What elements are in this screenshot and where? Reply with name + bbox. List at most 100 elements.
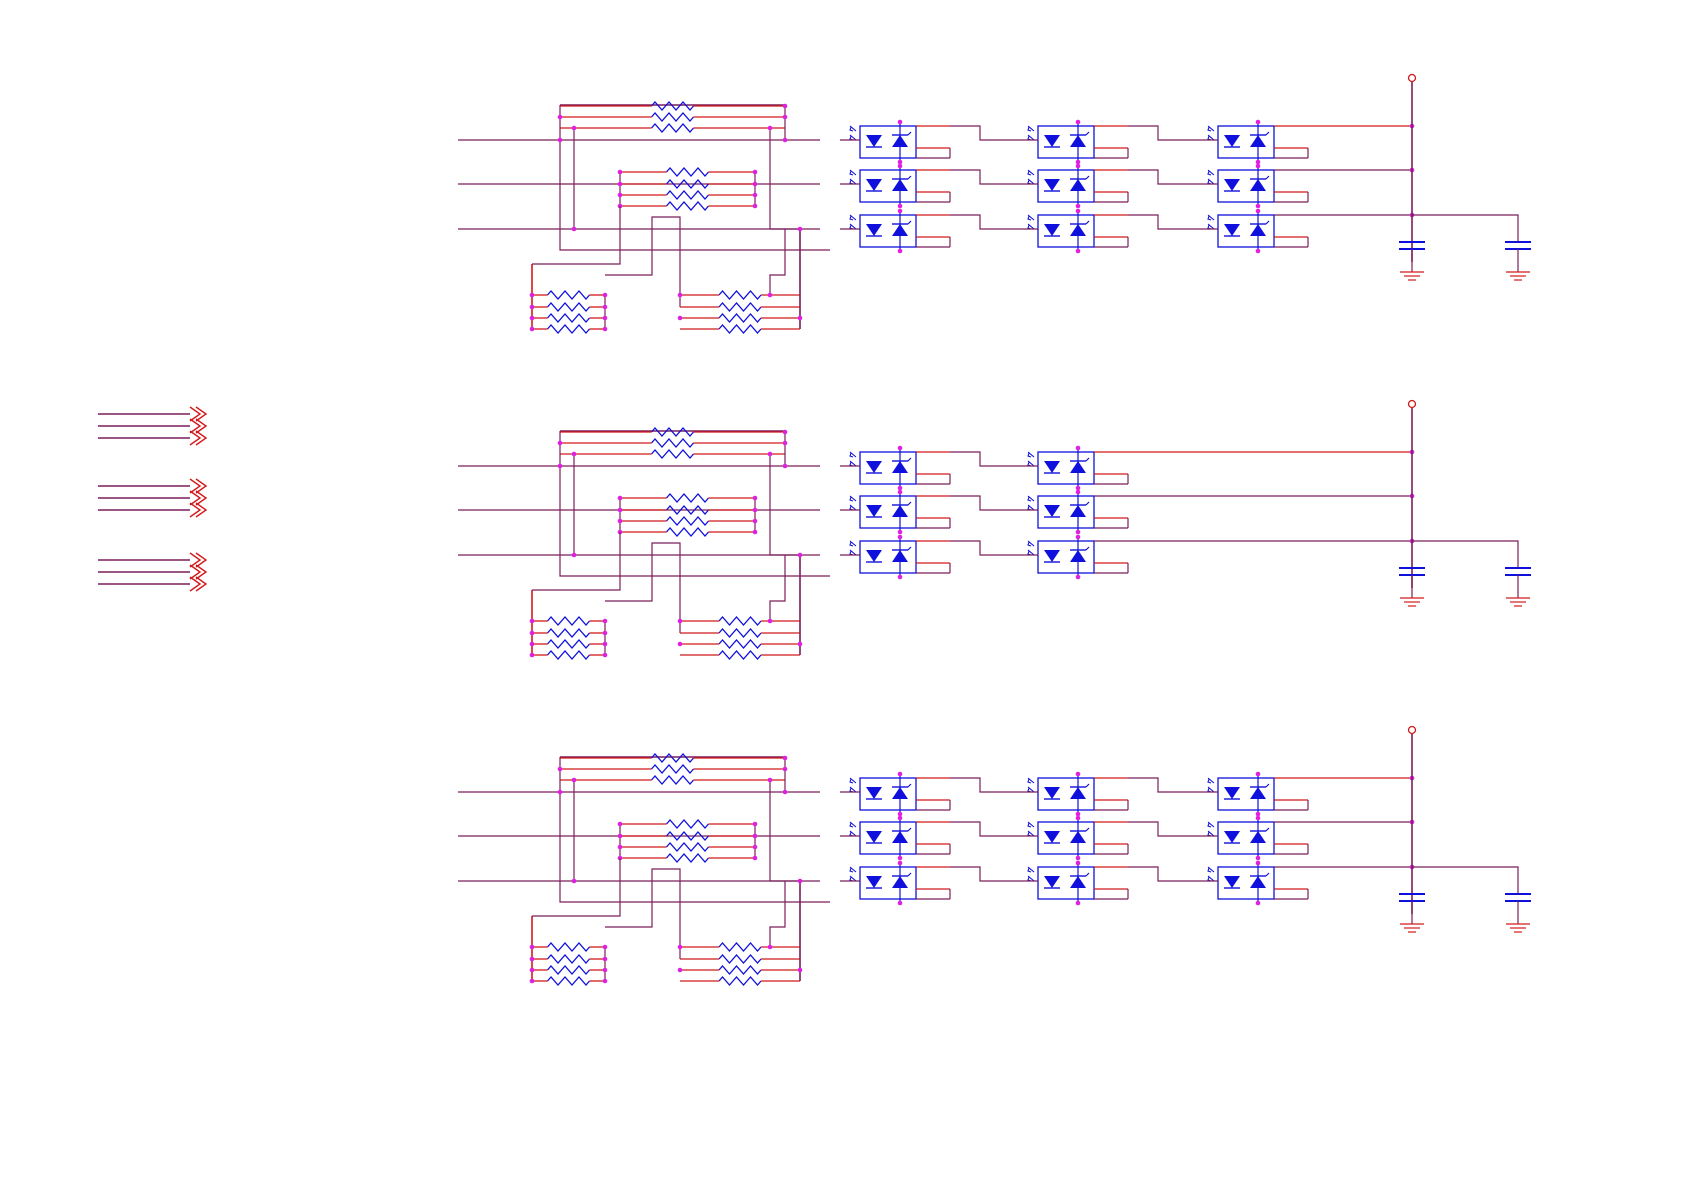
junction-dot [783, 767, 788, 772]
resistor-icon [680, 314, 800, 322]
bus-entry-group [98, 407, 206, 445]
junction-dot [678, 316, 683, 321]
junction-dot [603, 957, 608, 962]
junction-dot [618, 834, 623, 839]
wire [950, 215, 1018, 229]
power-port-icon [1409, 401, 1416, 408]
wire [1128, 126, 1198, 140]
junction-dot [798, 227, 803, 232]
resistor-icon [560, 113, 785, 121]
junction-dot [558, 115, 563, 120]
junction-dot [530, 293, 535, 298]
capacitor-icon [1505, 894, 1531, 924]
resistor-icon [680, 291, 800, 299]
wire [532, 532, 620, 590]
junction-dot [572, 452, 577, 457]
resistor-icon [532, 640, 605, 648]
wire [532, 858, 620, 916]
junction-dot [1256, 204, 1261, 209]
wire [950, 867, 1018, 881]
bus-entry-icon [98, 479, 206, 493]
resistor-icon [620, 854, 755, 862]
resistor-icon [532, 629, 605, 637]
ground-icon [1506, 272, 1530, 280]
junction-dot [1076, 204, 1081, 209]
junction-dot [558, 464, 563, 469]
junction-dot [1256, 209, 1261, 214]
junction-dot [1256, 861, 1261, 866]
junction-dot [1076, 535, 1081, 540]
capacitor-icon [1505, 568, 1531, 598]
wire [950, 496, 1018, 510]
resistor-icon [532, 651, 605, 659]
wire [770, 229, 785, 295]
junction-dot [1076, 160, 1081, 165]
bus-entry-icon [98, 431, 206, 445]
resistor-icon [560, 754, 785, 762]
bus-entry-icon [98, 577, 206, 591]
junction-dot [1076, 164, 1081, 169]
resistor-icon [680, 640, 800, 648]
junction-dot [783, 790, 788, 795]
junction-dot [1256, 816, 1261, 821]
resistor-icon [620, 202, 755, 210]
resistor-icon [532, 955, 605, 963]
resistor-icon [532, 291, 605, 299]
junction-dot [618, 845, 623, 850]
junction-dot [1076, 861, 1081, 866]
junction-dot [1256, 160, 1261, 165]
junction-dot [1076, 486, 1081, 491]
junction-dot [783, 104, 788, 109]
wire [605, 217, 680, 307]
bus-entry-icon [98, 419, 206, 433]
bus-entry-icon [98, 407, 206, 421]
junction-dot [618, 508, 623, 513]
junction-dot [768, 945, 773, 950]
wire [605, 543, 680, 633]
resistor-icon [532, 617, 605, 625]
resistor-icon [680, 966, 800, 974]
resistor-icon [560, 439, 785, 447]
junction-dot [753, 182, 758, 187]
junction-dot [530, 968, 535, 973]
wire [1412, 867, 1518, 894]
junction-dot [572, 227, 577, 232]
junction-dot [1076, 575, 1081, 580]
wire [770, 555, 785, 621]
junction-dot [530, 619, 535, 624]
resistor-icon [560, 428, 785, 436]
junction-dot [572, 553, 577, 558]
junction-dot [753, 519, 758, 524]
resistor-icon [620, 168, 755, 176]
junction-dot [558, 767, 563, 772]
junction-dot [1076, 249, 1081, 254]
junction-dot [898, 530, 903, 535]
wire [1128, 215, 1198, 229]
junction-dot [603, 631, 608, 636]
junction-dot [1256, 120, 1261, 125]
junction-dot [798, 316, 803, 321]
wire [1412, 215, 1518, 242]
wire [560, 431, 830, 576]
junction-dot [768, 778, 773, 783]
junction-dot [768, 126, 773, 131]
resistor-icon [620, 843, 755, 851]
resistor-icon [532, 977, 605, 985]
junction-dot [1076, 901, 1081, 906]
wire [950, 170, 1018, 184]
junction-dot [898, 446, 903, 451]
wire [1128, 867, 1198, 881]
junction-dot [753, 856, 758, 861]
junction-dot [798, 642, 803, 647]
junction-dot [783, 756, 788, 761]
wire [770, 881, 785, 947]
junction-dot [768, 293, 773, 298]
junction-dot [753, 845, 758, 850]
power-port-icon [1409, 75, 1416, 82]
junction-dot [618, 193, 623, 198]
wire [950, 126, 1018, 140]
junction-dot [530, 316, 535, 321]
junction-dot [530, 642, 535, 647]
wire [560, 757, 830, 902]
bus-entry-group [98, 553, 206, 591]
